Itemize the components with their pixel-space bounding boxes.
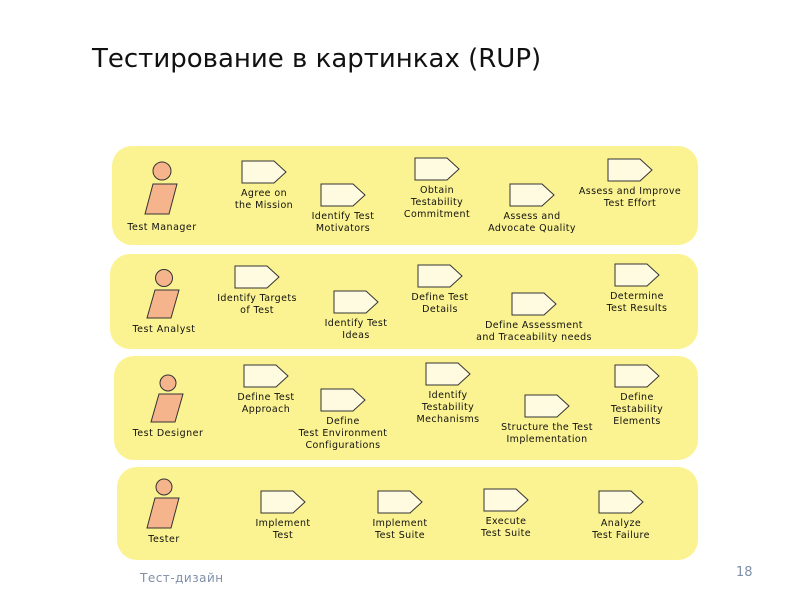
person-icon	[146, 269, 180, 319]
activity-icon	[234, 265, 280, 289]
role-label: Test Manager	[127, 222, 197, 233]
activity-icon	[241, 160, 287, 184]
activity-icon	[377, 490, 423, 514]
activity-icon	[320, 388, 366, 412]
activity-define-testability-elements: Define Testability Elements	[567, 364, 707, 428]
activity-determine-test-results: Determine Test Results	[567, 263, 707, 315]
role-test-analyst: Test Analyst	[116, 268, 212, 335]
activity-icon	[260, 490, 306, 514]
activity-label: Define Testability Elements	[610, 392, 664, 427]
activity-structure-test-implementation: Structure the Test Implementation	[477, 394, 617, 446]
activity-execute-test-suite: Execute Test Suite	[436, 488, 576, 540]
role-label: Test Analyst	[132, 324, 196, 335]
activity-icon	[524, 394, 570, 418]
activity-label: Implement Test	[255, 518, 311, 541]
activity-identify-targets-of-test: Identify Targets of Test	[187, 265, 327, 317]
activity-implement-test: Implement Test	[213, 490, 353, 542]
activity-label: Analyze Test Failure	[592, 518, 650, 541]
role-tester: Tester	[116, 478, 212, 545]
activity-icon	[511, 292, 557, 316]
page-title: Тестирование в картинках (RUP)	[92, 44, 542, 74]
activity-agree-on-mission: Agree on the Mission	[194, 160, 334, 212]
activity-icon	[509, 183, 555, 207]
activity-label: Execute Test Suite	[481, 516, 531, 539]
activity-label: Obtain Testability Commitment	[403, 185, 471, 220]
page-number: 18	[736, 565, 753, 580]
activity-assess-advocate-quality: Assess and Advocate Quality	[462, 183, 602, 235]
activity-icon	[320, 183, 366, 207]
activity-label: Structure the Test Implementation	[501, 422, 593, 445]
swimlane-test-analyst	[110, 254, 698, 349]
activity-assess-improve-test-effort: Assess and Improve Test Effort	[560, 158, 700, 210]
activity-label: Define Test Details	[411, 292, 469, 315]
role-test-designer: Test Designer	[120, 374, 216, 439]
person-icon	[144, 161, 178, 215]
activity-icon	[333, 290, 379, 314]
activity-label: Identify Test Ideas	[324, 318, 388, 341]
activity-label: Assess and Advocate Quality	[488, 211, 576, 234]
activity-label: Assess and Improve Test Effort	[578, 186, 682, 209]
activity-implement-test-suite: Implement Test Suite	[330, 490, 470, 542]
activity-icon	[243, 364, 289, 388]
activity-icon	[614, 263, 660, 287]
activity-label: Determine Test Results	[606, 291, 668, 314]
activity-define-assessment-traceability: Define Assessment and Traceability needs	[464, 292, 604, 344]
person-icon	[150, 374, 184, 423]
activity-identify-test-motivators: Identify Test Motivators	[273, 183, 413, 235]
role-test-manager: Test Manager	[114, 160, 210, 233]
activity-label: Identify Test Motivators	[311, 211, 375, 234]
footer-text: Тест-дизайн	[140, 571, 224, 585]
swimlane-test-manager	[112, 146, 698, 245]
activity-label: Identify Testability Mechanisms	[416, 390, 480, 425]
activity-define-test-approach: Define Test Approach	[196, 364, 336, 416]
person-icon	[146, 478, 180, 529]
activity-identify-testability-mechanisms: Identify Testability Mechanisms	[378, 362, 518, 426]
activity-icon	[414, 157, 460, 181]
swimlane-test-designer	[114, 356, 698, 460]
activity-label: Identify Targets of Test	[217, 293, 297, 316]
activity-obtain-testability-commitment: Obtain Testability Commitment	[367, 157, 507, 221]
role-label: Tester	[148, 534, 180, 545]
activity-label: Define Test Approach	[237, 392, 295, 415]
activity-identify-test-ideas: Identify Test Ideas	[286, 290, 426, 342]
activity-label: Implement Test Suite	[372, 518, 428, 541]
activity-icon	[598, 490, 644, 514]
activity-define-test-environment-configurations: Define Test Environment Configurations	[273, 388, 413, 452]
activity-analyze-test-failure: Analyze Test Failure	[551, 490, 691, 542]
activity-icon	[607, 158, 653, 182]
activity-define-test-details: Define Test Details	[370, 264, 510, 316]
activity-icon	[417, 264, 463, 288]
activity-label: Agree on the Mission	[234, 188, 294, 211]
activity-icon	[425, 362, 471, 386]
activity-label: Define Test Environment Configurations	[298, 416, 388, 451]
role-label: Test Designer	[132, 428, 204, 439]
activity-icon	[614, 364, 660, 388]
activity-label: Define Assessment and Traceability needs	[476, 320, 592, 343]
activity-icon	[483, 488, 529, 512]
